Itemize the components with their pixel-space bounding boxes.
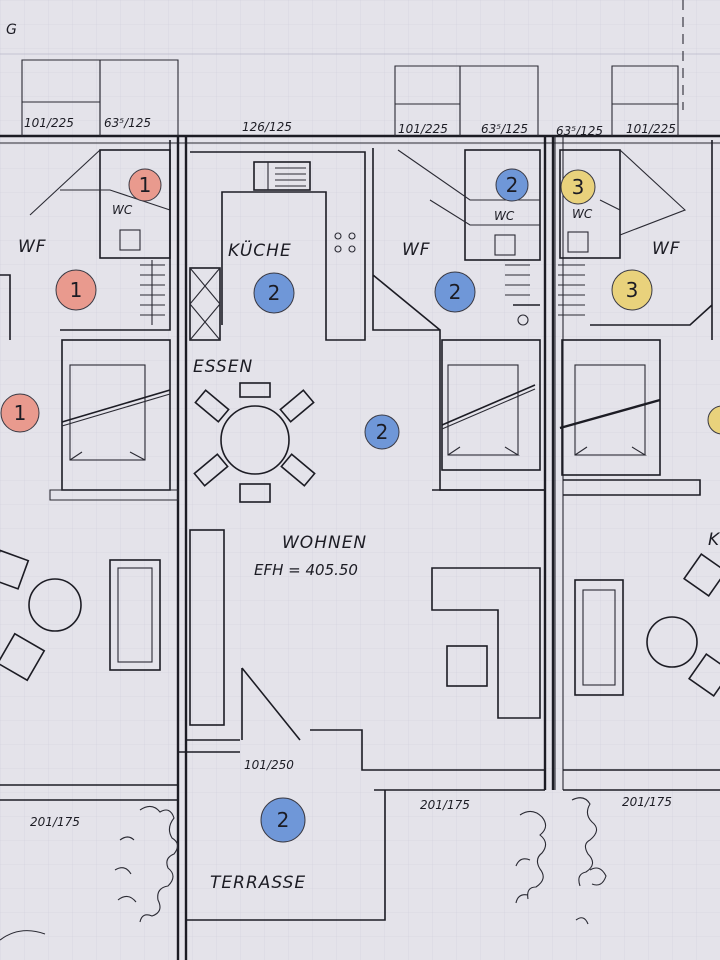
dim-wc-window-right: 63⁵/125 bbox=[556, 124, 603, 138]
marker-wc-left-number: 1 bbox=[139, 173, 152, 197]
room-label-wf-mid: WF bbox=[402, 240, 431, 260]
floor-level-label: EFH = 405.50 bbox=[254, 561, 358, 579]
marker-wc-left: 1 bbox=[128, 168, 162, 202]
marker-wf-right-number: 3 bbox=[626, 278, 639, 302]
marker-wc-left-circle bbox=[128, 168, 162, 202]
marker-terrasse-number: 2 bbox=[277, 808, 290, 832]
room-label-right-edge: K bbox=[708, 530, 720, 550]
left-unit bbox=[0, 140, 179, 801]
marker-kueche-number: 2 bbox=[268, 281, 281, 305]
marker-kueche: 2 bbox=[253, 272, 295, 314]
room-label-kueche: KÜCHE bbox=[228, 239, 292, 261]
room-label-wc-left: WC bbox=[112, 203, 133, 217]
marker-wc-mid-circle bbox=[495, 168, 529, 202]
middle-unit bbox=[178, 148, 545, 921]
marker-stair-left: 1 bbox=[0, 393, 40, 433]
marker-wf-right: 3 bbox=[611, 269, 653, 311]
north-facade bbox=[0, 59, 720, 144]
marker-wf-left-number: 1 bbox=[70, 278, 83, 302]
marker-wf-mid: 2 bbox=[434, 271, 476, 313]
dim-window-mid-top: 101/225 bbox=[398, 122, 448, 136]
marker-kueche-circle bbox=[253, 272, 295, 314]
marker-terrasse-circle bbox=[260, 797, 306, 843]
garden-shrubs bbox=[114, 797, 607, 925]
room-label-wf-right: WF bbox=[652, 239, 681, 259]
room-label-wohnen: WOHNEN bbox=[282, 533, 367, 553]
marker-wf-mid-number: 2 bbox=[449, 280, 462, 304]
pencil-stroke bbox=[0, 930, 46, 941]
marker-wohnen-circle bbox=[364, 414, 400, 450]
marker-wc-right-number: 3 bbox=[572, 175, 585, 199]
room-label-wc-right: WC bbox=[572, 207, 593, 221]
right-unit bbox=[558, 140, 720, 791]
marker-wc-right: 3 bbox=[560, 169, 596, 205]
dim-kitchen-window: 126/125 bbox=[242, 120, 292, 134]
marker-wf-right-circle bbox=[611, 269, 653, 311]
marker-wc-mid: 2 bbox=[495, 168, 529, 202]
room-label-wf-left: WF bbox=[18, 237, 47, 257]
marker-wohnen-number: 2 bbox=[376, 420, 389, 444]
dim-window-right-top: 101/225 bbox=[626, 122, 676, 136]
dim-wc-window-mid: 63⁵/125 bbox=[481, 122, 528, 136]
marker-offpage-right bbox=[707, 405, 720, 435]
marker-wf-left-circle bbox=[55, 269, 97, 311]
marker-wohnen: 2 bbox=[364, 414, 400, 450]
dim-garden-mid: 201/175 bbox=[420, 798, 470, 812]
room-label-essen: ESSEN bbox=[193, 357, 253, 377]
room-label-wc-mid: WC bbox=[494, 209, 515, 223]
marker-wc-mid-number: 2 bbox=[506, 173, 519, 197]
edge-letter: G bbox=[6, 22, 17, 38]
marker-wf-mid-circle bbox=[434, 271, 476, 313]
dim-terrace-door: 101/250 bbox=[244, 758, 294, 772]
room-label-terrasse: TERRASSE bbox=[210, 873, 306, 893]
marker-wc-right-circle bbox=[560, 169, 596, 205]
dim-garden-right: 201/175 bbox=[622, 795, 672, 809]
marker-stair-left-circle bbox=[0, 393, 40, 433]
dim-wc-window-left: 63⁵/125 bbox=[104, 116, 151, 130]
dim-window-left-top: 101/225 bbox=[24, 116, 74, 130]
dim-garden-left: 201/175 bbox=[30, 815, 80, 829]
marker-terrasse: 2 bbox=[260, 797, 306, 843]
marker-wf-left: 1 bbox=[55, 269, 97, 311]
marker-stair-left-number: 1 bbox=[14, 401, 27, 425]
